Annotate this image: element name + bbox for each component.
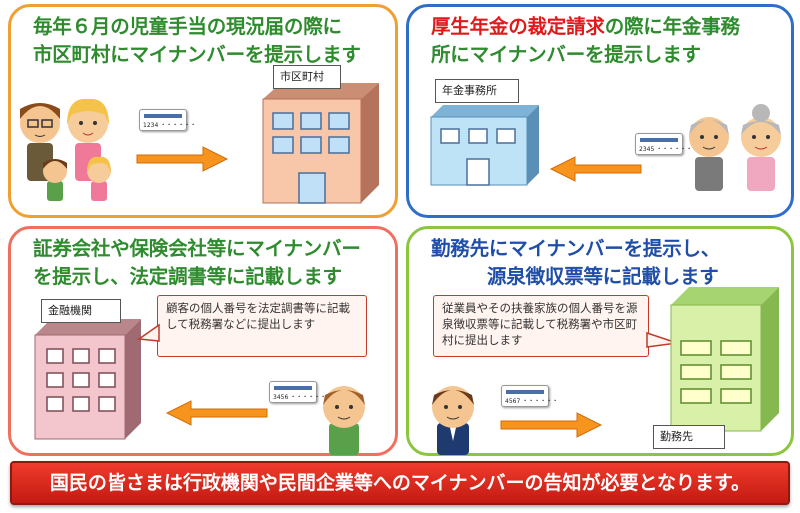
- card-number: 2345 ・・・・・・: [639, 146, 693, 153]
- building-label: 金融機関: [41, 299, 121, 323]
- arrow-icon: [500, 412, 603, 438]
- title-line-2: 市区町村にマイナンバーを提示します: [33, 41, 361, 69]
- card-icon: 1234 ・・・・・・: [139, 109, 196, 131]
- building-icon: [262, 83, 379, 204]
- callout-pointer: [136, 323, 160, 342]
- person-icon: [43, 159, 67, 201]
- panel-title: 勤務先にマイナンバーを提示し、 源泉徴収票等に記載します: [431, 235, 720, 291]
- panel-title: 証券会社や保険会社等にマイナンバー を提示し、法定調書等に記載します: [33, 235, 361, 291]
- title-line-2: 所にマイナンバーを提示します: [431, 41, 740, 69]
- elderly-couple-icon: [689, 104, 781, 191]
- person-icon: [87, 156, 111, 201]
- title-segment: 毎年６月の児童手当の現況届の際に: [33, 15, 342, 38]
- title-line-2: 源泉徴収票等に記載します: [431, 263, 720, 291]
- callout-workplace: 従業員やその扶養家族の個人番号を源泉徴収票等に記載して税務署や市区町村に提出しま…: [433, 295, 649, 357]
- notice-banner: 国民の皆さまは行政機関や民間企業等へのマイナンバーの告知が必要となります。: [10, 461, 790, 505]
- building-icon: [430, 105, 539, 186]
- panel-title: 厚生年金の裁定請求の際に年金事務 所にマイナンバーを提示します: [431, 13, 740, 69]
- building-label: 市区町村: [273, 65, 341, 89]
- building-label: 勤務先: [653, 425, 725, 449]
- callout-financial: 顧客の個人番号を法定調書等に記載して税務署などに提出します: [157, 295, 367, 357]
- title-segment: 証券会社や保険会社等にマイナンバー: [33, 237, 361, 260]
- building-label: 年金事務所: [435, 79, 519, 103]
- title-segment: 厚生年金の裁定請求: [431, 15, 605, 38]
- title-segment: を提示し、法定調書等に記載します: [33, 265, 342, 288]
- arrow-icon: [136, 146, 229, 172]
- title-line-1: 勤務先にマイナンバーを提示し、: [431, 235, 720, 263]
- person-icon: [323, 386, 365, 455]
- panel-pension-office: 厚生年金の裁定請求の際に年金事務 所にマイナンバーを提示します 年金事務所 23…: [406, 4, 794, 218]
- title-segment: の際に年金事務: [604, 15, 740, 38]
- callout-pointer: [646, 331, 678, 348]
- card-icon: 4567 ・・・・・・: [501, 385, 558, 407]
- title-segment: 勤務先にマイナンバーを提示し、: [431, 237, 721, 260]
- title-segment: 源泉徴収票等に記載します: [487, 265, 719, 288]
- panel-city-hall: 毎年６月の児童手当の現況届の際に 市区町村にマイナンバーを提示します: [8, 4, 398, 218]
- person-icon: [741, 104, 781, 191]
- panel-financial-institution: 証券会社や保険会社等にマイナンバー を提示し、法定調書等に記載します 金融機関 …: [8, 226, 398, 456]
- title-line-1: 厚生年金の裁定請求の際に年金事務: [431, 13, 740, 41]
- title-segment: 市区町村にマイナンバーを提示します: [33, 43, 361, 66]
- building-icon: [670, 287, 779, 432]
- card-icon: 2345 ・・・・・・: [635, 133, 692, 155]
- person-icon: [689, 117, 729, 191]
- card-number: 4567 ・・・・・・: [505, 398, 559, 405]
- panel-title: 毎年６月の児童手当の現況届の際に 市区町村にマイナンバーを提示します: [33, 13, 361, 69]
- arrow-icon: [165, 400, 268, 426]
- person-icon: [67, 98, 109, 181]
- arrow-icon: [549, 156, 642, 182]
- card-icon: 3456 ・・・・・・: [269, 381, 326, 403]
- family-icon: [20, 98, 111, 201]
- title-line-1: 毎年６月の児童手当の現況届の際に: [33, 13, 361, 41]
- title-segment: 所にマイナンバーを提示します: [431, 43, 701, 66]
- card-number: 3456 ・・・・・・: [273, 394, 327, 401]
- person-icon: [432, 386, 474, 455]
- card-number: 1234 ・・・・・・: [143, 122, 197, 129]
- title-line-2: を提示し、法定調書等に記載します: [33, 263, 361, 291]
- title-line-1: 証券会社や保険会社等にマイナンバー: [33, 235, 361, 263]
- panel-workplace: 勤務先にマイナンバーを提示し、 源泉徴収票等に記載します 従業員やその扶養家族の…: [406, 226, 794, 456]
- building-icon: [34, 319, 141, 440]
